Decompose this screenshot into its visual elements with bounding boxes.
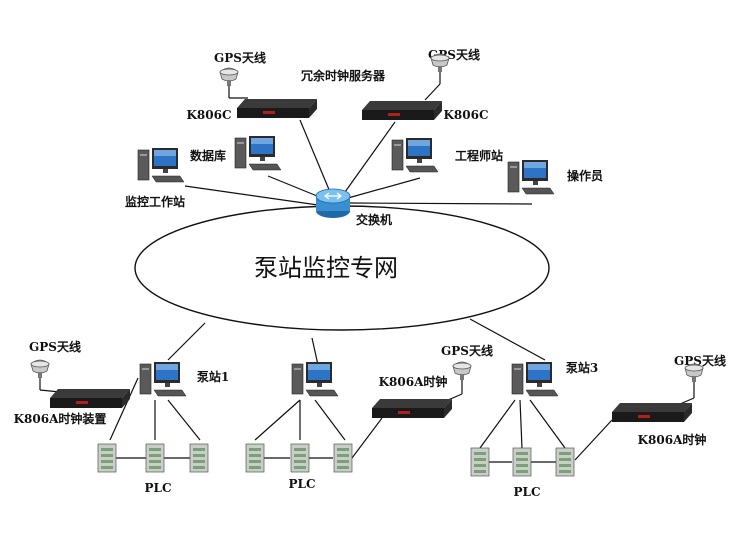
k806a-clock-label-station3: K806A时钟 [638,432,707,447]
k806c-server-icon [237,99,317,118]
monitor-station-computer-icon [137,147,185,183]
k806c-label-right: K806C [443,108,488,122]
redundant-servers-label: 冗余时钟服务器 [301,68,386,83]
plc-icon [512,447,532,477]
engineer-station-label: 工程师站 [455,148,503,163]
pump-station-1-computer-icon [139,361,187,397]
plc-icon [333,443,353,473]
pump-station-1-label: 泵站1 [197,369,229,384]
database-label: 数据库 [190,148,226,163]
operator-computer-icon [507,159,555,195]
plc-icon [470,447,490,477]
gps-antenna-icon [452,361,472,381]
gps-antenna-icon [430,53,450,73]
pump-station-3-computer-icon [511,361,559,397]
gps-antenna-icon [219,67,239,87]
gps-antenna-label-station3: GPS天线 [674,353,726,368]
connection-lines [39,66,695,463]
gps-antenna-label-station1: GPS天线 [29,339,81,354]
operator-label: 操作员 [567,168,603,183]
plc-icon [555,447,575,477]
k806a-clock-device-icon [50,389,130,408]
monitor-station-label: 监控工作站 [125,194,185,209]
plc-label-station2: PLC [288,477,315,491]
plc-icon [245,443,265,473]
gps-antenna-icon [30,359,50,379]
switch-label: 交换机 [356,212,392,227]
gps-antenna-label-top-left: GPS天线 [214,50,266,65]
k806a-clock-device-label: K806A时钟装置 [14,411,107,426]
k806a-clock-icon [612,403,692,422]
pump-station-3-label: 泵站3 [566,360,598,375]
gps-antenna-label-station2: GPS天线 [441,343,493,358]
plc-icon [145,443,165,473]
plc-icon [189,443,209,473]
k806c-server-icon [362,101,442,120]
gps-antenna-icon [684,363,704,383]
k806a-clock-icon [372,399,452,418]
plc-label-station1: PLC [144,481,171,495]
k806c-label-left: K806C [186,108,231,122]
switch-icon [315,188,351,218]
database-computer-icon [234,135,282,171]
plc-icon [97,443,117,473]
plc-icon [290,443,310,473]
pump-station-2-computer-icon [291,361,339,397]
private-network-label: 泵站监控专网 [254,254,398,282]
engineer-station-computer-icon [391,137,439,173]
k806a-clock-label-station2: K806A时钟 [379,374,448,389]
plc-label-station3: PLC [513,485,540,499]
